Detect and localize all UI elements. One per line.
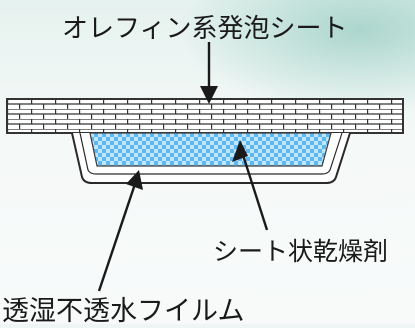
arrow-film-head	[126, 170, 143, 190]
arrow-desiccant-head	[232, 140, 248, 162]
film-pocket-inner	[79, 132, 343, 175]
arrow-desiccant-line	[241, 154, 269, 231]
desiccant-sheet-label: シート状乾燥剤	[213, 237, 389, 266]
arrow-foam-head	[200, 86, 218, 104]
foam-sheet-label: オレフィン系発泡シート	[62, 14, 348, 44]
foam-sheet-layer	[6, 98, 404, 134]
desiccant-sheet-layer	[89, 132, 332, 167]
arrow-film-line	[97, 183, 137, 292]
film-label: 透湿不透水フイルム	[2, 296, 245, 327]
